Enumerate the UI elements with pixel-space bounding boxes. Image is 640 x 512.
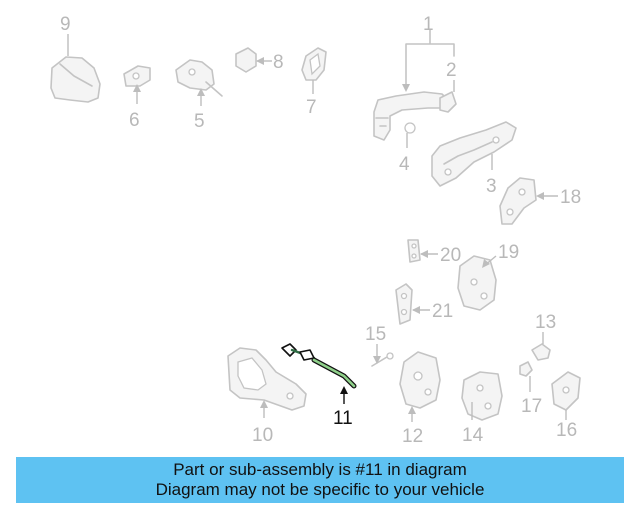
callout-1: 1	[423, 14, 434, 35]
part-21-striker[interactable]: 21	[395, 283, 453, 325]
part-16-cover[interactable]: 16	[551, 371, 581, 441]
part-6-bracket[interactable]: 6	[123, 65, 151, 131]
callout-21: 21	[432, 301, 453, 322]
part-8-cap[interactable]: 8	[235, 47, 284, 73]
part-13-bolt[interactable]: 13	[531, 312, 556, 361]
part-2-handle-cap[interactable]: 2	[439, 60, 457, 113]
part-17-screw[interactable]: 17	[519, 361, 542, 417]
callout-13: 13	[535, 312, 556, 333]
callout-16: 16	[556, 420, 577, 441]
part-9-mirror-cover[interactable]: 9	[50, 14, 101, 103]
callout-15: 15	[365, 324, 386, 345]
callout-19: 19	[498, 242, 519, 263]
part-4-clip[interactable]: 4	[399, 122, 416, 175]
callout-7: 7	[306, 97, 317, 118]
callout-18: 18	[560, 187, 581, 208]
callout-4: 4	[399, 154, 410, 175]
callout-12: 12	[402, 426, 423, 447]
callout-3: 3	[486, 176, 497, 197]
callout-2: 2	[446, 60, 457, 81]
callout-5: 5	[194, 111, 205, 132]
callout-17: 17	[521, 396, 542, 417]
part-1-outside-handle[interactable]: 1	[373, 14, 455, 141]
part-14-latch-bracket[interactable]: 14	[461, 371, 503, 446]
callout-10: 10	[252, 425, 273, 446]
callout-20: 20	[440, 245, 461, 266]
part-7-gasket[interactable]: 7	[301, 47, 327, 118]
callout-8: 8	[273, 52, 284, 73]
parts-diagram: 9 6 5 8 7 1 2	[50, 14, 581, 447]
part-10-inside-handle[interactable]: 10	[227, 347, 307, 446]
part-20-plate[interactable]: 20	[407, 239, 461, 266]
part-3-handle-frame[interactable]: 3	[431, 121, 517, 197]
callout-6: 6	[129, 110, 140, 131]
banner-line-disclaimer: Diagram may not be specific to your vehi…	[155, 480, 485, 499]
banner-line-part-number: Part or sub-assembly is #11 in diagram	[173, 460, 467, 479]
part-18-hinge[interactable]: 18	[499, 177, 581, 225]
part-19-door-check[interactable]: 19	[457, 242, 519, 311]
callout-14: 14	[462, 425, 484, 446]
callout-9: 9	[60, 14, 71, 35]
part-11-handle-cable[interactable]: 11	[281, 343, 357, 429]
info-banner: Part or sub-assembly is #11 in diagram D…	[16, 457, 624, 503]
part-12-latch[interactable]: 12	[399, 351, 441, 447]
part-5-lever[interactable]: 5	[175, 59, 223, 132]
part-15-rod[interactable]: 15	[365, 324, 394, 367]
callout-11: 11	[333, 408, 353, 429]
